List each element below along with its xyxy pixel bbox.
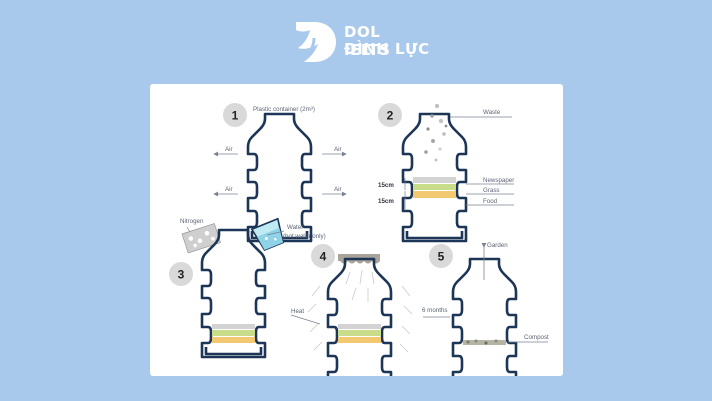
waste-layers bbox=[413, 177, 456, 198]
water-beaker-icon bbox=[250, 217, 285, 252]
air-label: Air bbox=[334, 186, 342, 193]
diagram-card: 1 Plastic container (2m³) Air Air Air Ai… bbox=[150, 84, 563, 376]
step-2: 2 15cm 15cm Waste Newspaper bbox=[378, 103, 514, 243]
dol-logo-icon bbox=[296, 22, 336, 62]
time-label: 6 months bbox=[422, 307, 447, 314]
step-number: 4 bbox=[320, 250, 327, 264]
step-number-circle bbox=[223, 103, 247, 127]
plastic-container bbox=[451, 257, 518, 376]
air-label: Air bbox=[334, 146, 342, 153]
waste-layers bbox=[212, 324, 255, 343]
step-number: 1 bbox=[232, 109, 239, 123]
step-number-circle bbox=[311, 244, 335, 268]
step-number: 3 bbox=[178, 268, 185, 282]
brand-logo: DOL IELTS ĐÌNH LỰC bbox=[292, 16, 432, 64]
plastic-container bbox=[246, 112, 313, 243]
step-number-circle bbox=[378, 103, 402, 127]
composting-process-diagram: 1 Plastic container (2m³) Air Air Air Ai… bbox=[169, 103, 549, 376]
waste-label: Waste bbox=[483, 109, 501, 116]
step-number: 5 bbox=[438, 250, 445, 264]
waste-layers bbox=[338, 324, 381, 343]
brand-name: DOL IELTS bbox=[344, 23, 391, 59]
nitrogen-bag-icon bbox=[181, 223, 221, 254]
food-label: Food bbox=[483, 198, 498, 205]
step-4: 4 Heat bbox=[290, 244, 413, 376]
step-1: 1 Plastic container (2m³) Air Air Air Ai… bbox=[213, 103, 347, 243]
step-number-circle bbox=[429, 244, 453, 268]
air-arrows bbox=[213, 151, 347, 197]
step-3: Nitrogen Water (hot water only) 3 bbox=[169, 217, 326, 359]
depth-label: 15cm bbox=[378, 182, 394, 189]
compost-label: Compost bbox=[524, 334, 549, 341]
air-label: Air bbox=[225, 186, 233, 193]
step-5: 5 Garden 6 months Compost bbox=[422, 242, 549, 376]
grass-label: Grass bbox=[483, 187, 500, 194]
water-label: Water bbox=[287, 224, 303, 231]
depth-label: 15cm bbox=[378, 198, 394, 205]
compost-layer bbox=[463, 339, 506, 345]
brand-subname: ĐÌNH LỰC bbox=[344, 40, 430, 58]
water-note-label: (hot water only) bbox=[283, 233, 326, 240]
step-number-circle bbox=[169, 262, 193, 286]
heat-label: Heat bbox=[291, 308, 304, 315]
heat-lines bbox=[307, 269, 413, 353]
falling-waste bbox=[424, 104, 448, 162]
newspaper-label: Newspaper bbox=[483, 177, 514, 184]
container-label: Plastic container (2m³) bbox=[253, 106, 315, 113]
air-label: Air bbox=[225, 146, 233, 153]
garden-label: Garden bbox=[487, 242, 508, 249]
plastic-container bbox=[326, 257, 393, 376]
step-number: 2 bbox=[387, 109, 394, 123]
nitrogen-label: Nitrogen bbox=[180, 218, 204, 225]
